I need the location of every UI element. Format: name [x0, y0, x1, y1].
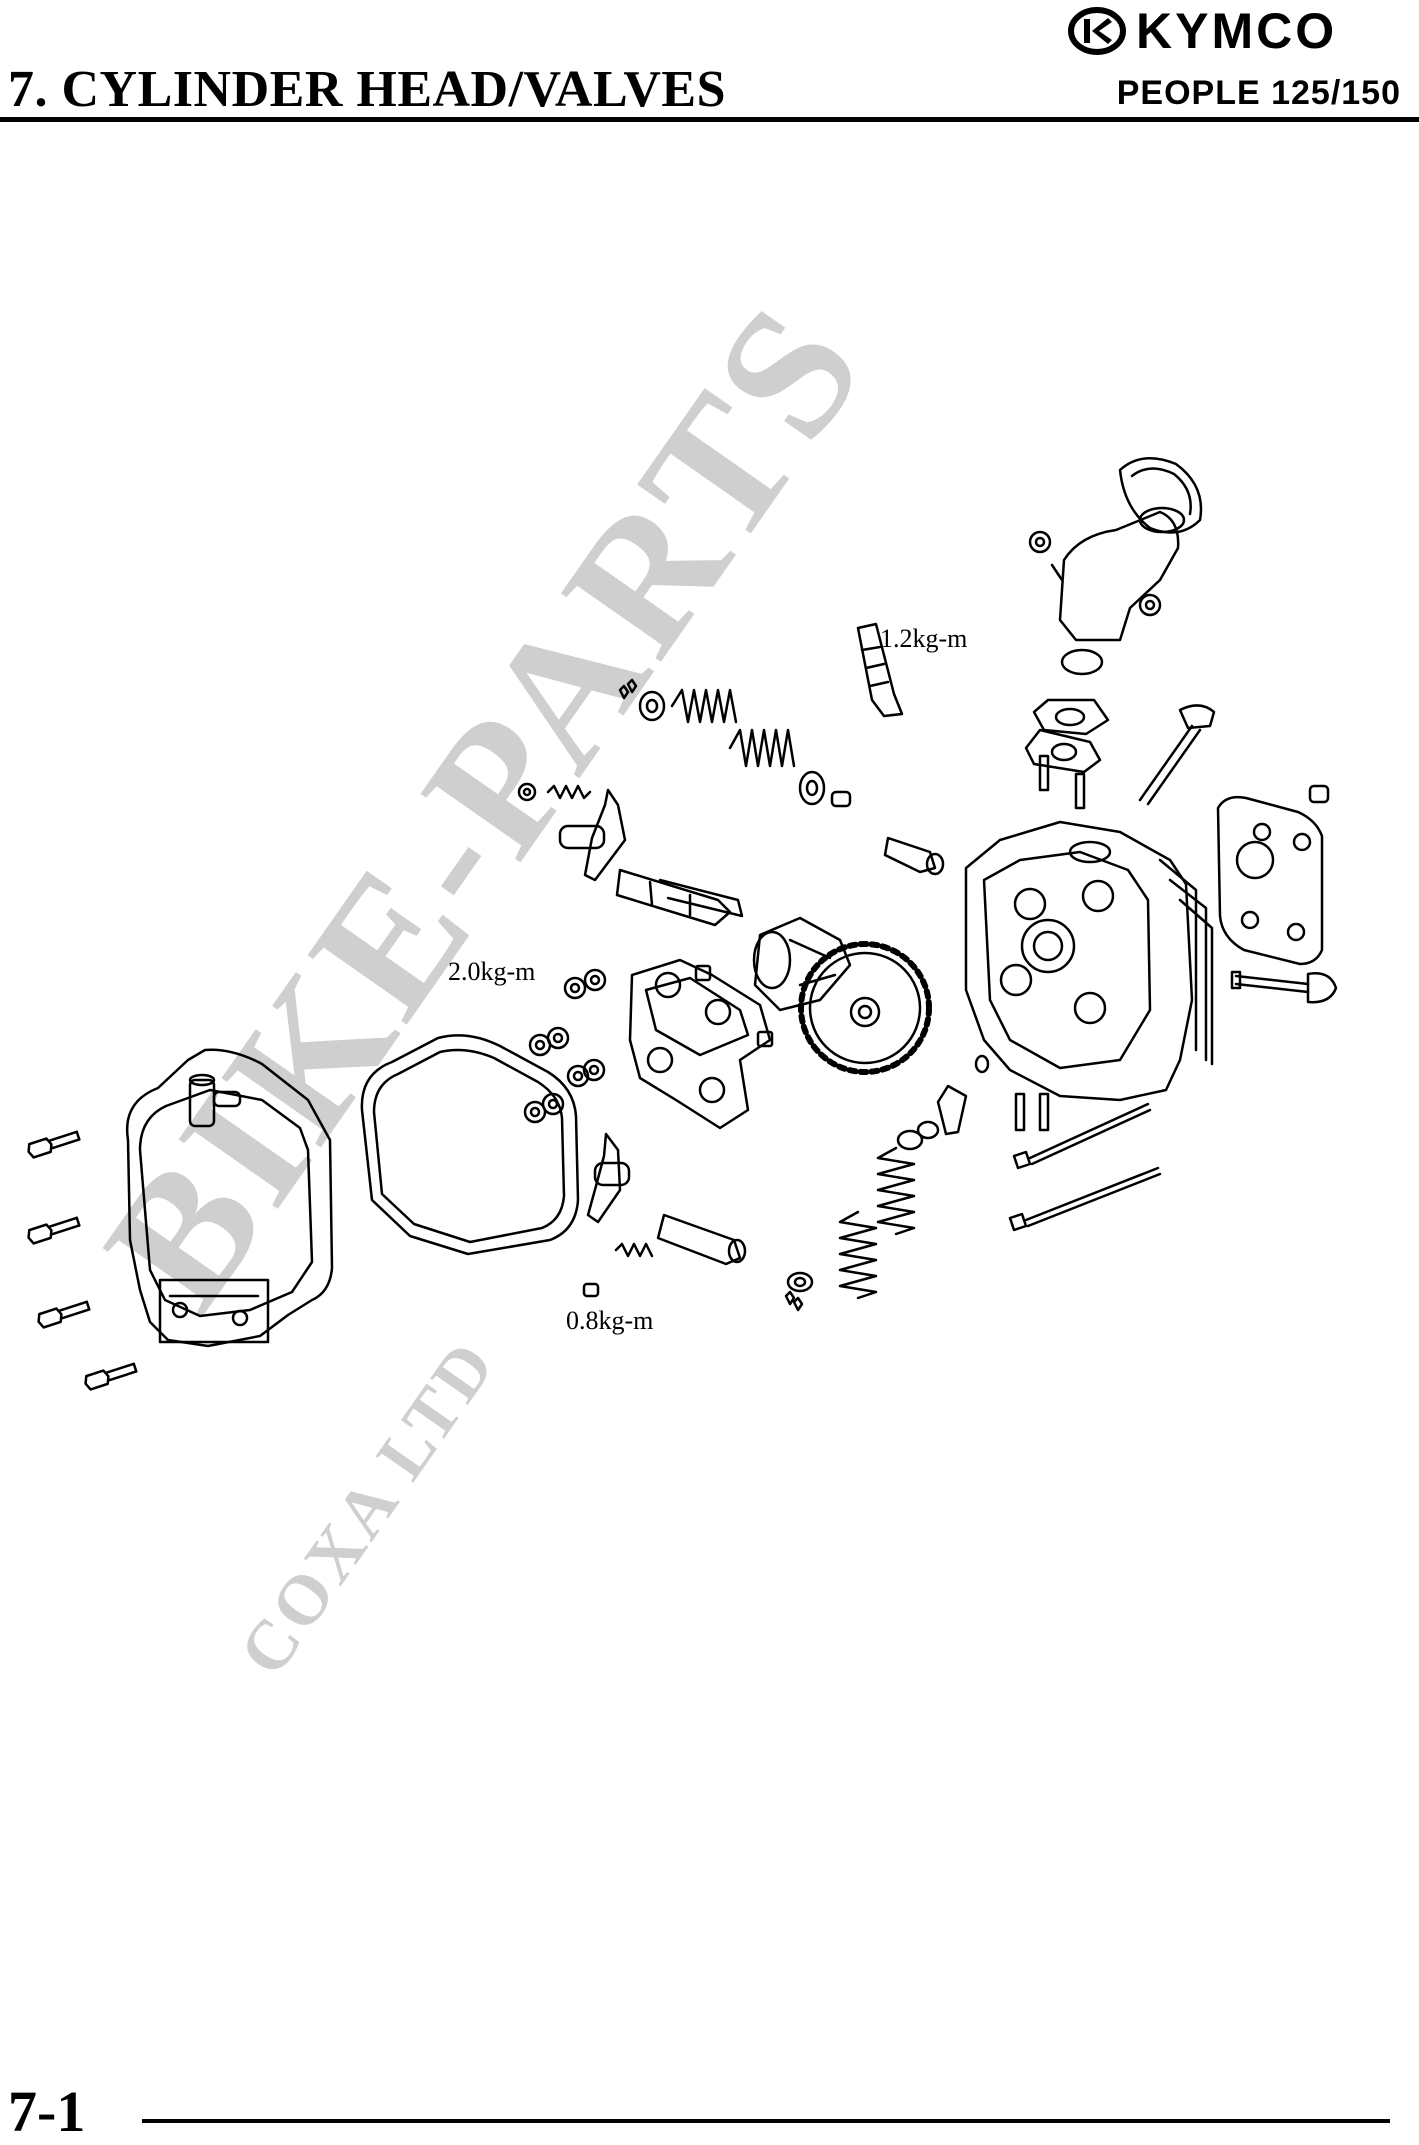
intake-valve — [1230, 970, 1338, 1004]
header-divider — [0, 117, 1419, 122]
kymco-emblem-icon — [1068, 7, 1126, 55]
cylinder-head — [964, 820, 1214, 1102]
torque-label-spark-plug: 1.2kg-m — [880, 624, 968, 653]
page-number: 7-1 — [8, 2079, 86, 2144]
studs — [1014, 754, 1086, 1132]
cylinder-gasket — [1216, 784, 1330, 966]
footer-divider — [142, 2119, 1390, 2123]
long-bolts — [1008, 1102, 1162, 1232]
camshaft-holder — [628, 958, 774, 1130]
cover-gasket — [360, 1034, 580, 1256]
valve-springs-lower — [784, 1054, 990, 1312]
spark-plug — [856, 622, 904, 718]
camshaft-sprocket — [752, 916, 932, 1075]
valve-springs-upper — [618, 678, 852, 808]
intake-manifold — [1028, 457, 1203, 642]
exhaust-valve — [1138, 704, 1216, 806]
page-title: 7. CYLINDER HEAD/VALVES — [8, 61, 727, 118]
valve-train-small-parts — [517, 782, 747, 1298]
cylinder-head-cover — [125, 1048, 334, 1348]
torque-label-adjuster-nut: 0.8kg-m — [566, 1306, 654, 1335]
brand-name: KYMCO — [1136, 3, 1338, 59]
valve-seals — [883, 836, 945, 876]
intake-insulator — [1024, 648, 1110, 774]
cover-bolts — [27, 1130, 138, 1391]
watermark-main: BIKE-PARTS — [66, 267, 905, 1343]
watermark-sub: COXA LTD — [225, 1326, 511, 1689]
model-name: PEOPLE 125/150 — [1116, 74, 1401, 112]
kymco-logo: KYMCO — [1068, 4, 1410, 58]
torque-label-camshaft-holder-nuts: 2.0kg-m — [448, 957, 536, 986]
